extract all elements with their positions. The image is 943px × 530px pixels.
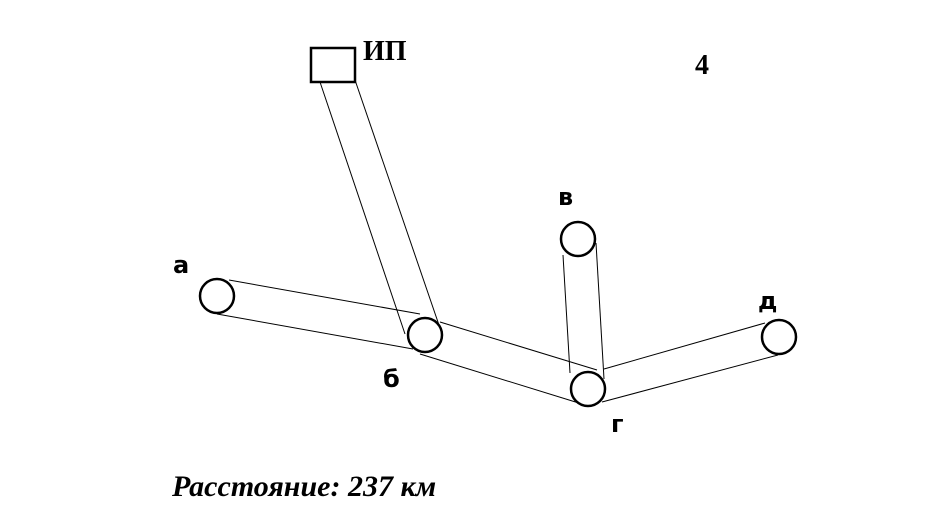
node-label-g: г — [611, 410, 624, 438]
source-box — [309, 46, 357, 84]
link-b-g — [419, 321, 598, 405]
node-b — [406, 316, 444, 354]
node-a — [198, 277, 236, 315]
source-label: ИП — [363, 36, 407, 67]
node-label-b: б — [383, 365, 400, 393]
node-d — [760, 318, 798, 356]
link-source-b — [319, 79, 441, 335]
link-v-g — [562, 242, 605, 380]
distance-caption: Расстояние: 237 км — [172, 470, 437, 503]
link-g-d — [601, 322, 779, 403]
node-label-d: д — [758, 287, 778, 315]
link-a-b — [216, 279, 421, 350]
slide-number: 4 — [695, 50, 709, 81]
node-label-v: в — [558, 183, 574, 211]
node-g — [569, 370, 607, 408]
node-v — [559, 220, 597, 258]
node-label-a: а — [173, 251, 190, 279]
